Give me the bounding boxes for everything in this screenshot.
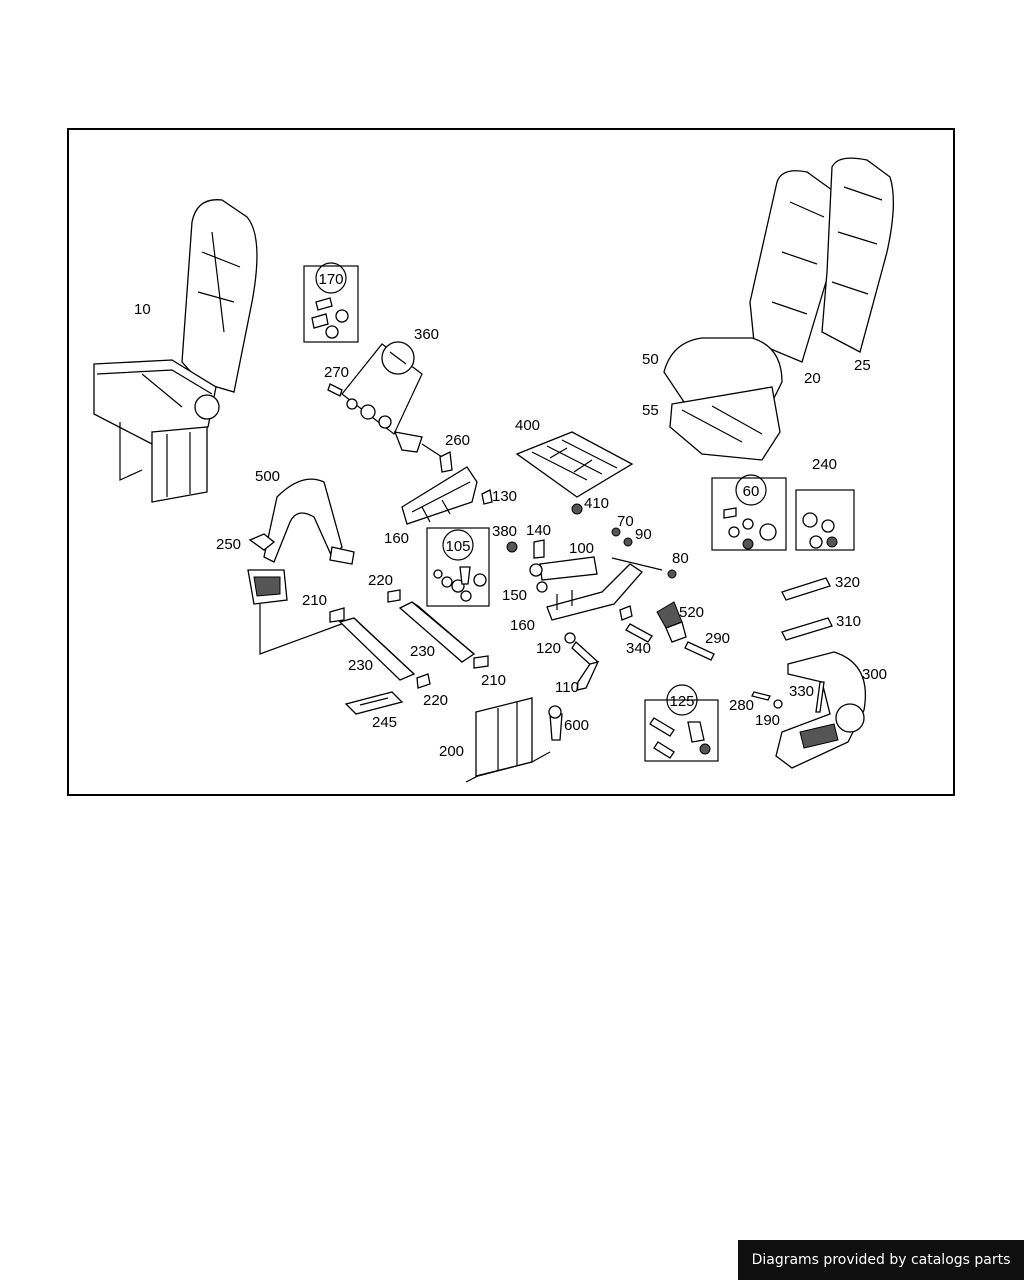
kit-label-170: 170 [318,271,343,288]
kit-label-105: 105 [445,538,470,555]
part-label-260: 260 [445,432,470,449]
part-label-220a: 220 [368,572,393,589]
part-label-130: 130 [492,488,517,505]
plate-245-drawing [344,691,404,715]
leg-200-drawing [465,697,563,783]
part-label-380: 380 [492,523,517,540]
part-label-25: 25 [854,357,871,374]
kit-60-ring [735,474,767,506]
kit-170-drawing [311,297,349,339]
part-label-320: 320 [835,574,860,591]
cushion-50-55-drawing [663,337,783,461]
part-label-70: 70 [617,513,634,530]
kit-label-240: 240 [812,456,837,473]
part-label-50: 50 [642,351,659,368]
part-label-150: 150 [502,587,527,604]
part-label-190: 190 [755,712,780,729]
kit-105-ring [442,529,474,561]
part-label-280: 280 [729,697,754,714]
kit-360-drawing [327,341,423,435]
kit-125-ring [666,684,698,716]
kit-170-box [303,265,359,343]
kit-label-125: 125 [669,693,694,710]
kit-240-drawing [802,512,838,549]
part-label-250: 250 [216,536,241,553]
part-label-160a: 160 [384,530,409,547]
seat-10-drawing [93,199,258,503]
kit-105-drawing [433,566,487,602]
part-label-290: 290 [705,630,730,647]
part-label-160b: 160 [510,617,535,634]
parts-diagram: 170 105 60 240 125 10 20 25 50 55 400 41… [93,157,895,783]
kit-240-box [795,489,855,551]
part-label-10: 10 [134,301,151,318]
lever-110-drawing [571,641,600,691]
part-label-410: 410 [584,495,609,512]
kit-170-ring [315,262,347,294]
part-label-20: 20 [804,370,821,387]
handles-310-320-drawing [781,577,833,641]
part-label-300: 300 [862,666,887,683]
part-label-120: 120 [536,640,561,657]
part-label-270: 270 [324,364,349,381]
kit-60-box [711,477,787,551]
part-label-230a: 230 [410,643,435,660]
part-label-340: 340 [626,640,651,657]
seat-belt-500-drawing [247,478,355,655]
part-label-310: 310 [836,613,861,630]
part-label-80: 80 [672,550,689,567]
part-label-110: 110 [555,679,579,696]
part-label-360: 360 [414,326,439,343]
part-label-400: 400 [515,417,540,434]
part-label-55: 55 [642,402,659,419]
part-label-100: 100 [569,540,594,557]
part-label-230b: 230 [348,657,373,674]
kit-105-box [426,527,490,607]
part-label-500: 500 [255,468,280,485]
part-label-200: 200 [439,743,464,760]
kit-60-drawing [723,507,777,550]
rails-230-drawing [329,589,489,689]
gas-spring-mechanism-drawing [506,527,677,644]
part-label-210b: 210 [481,672,506,689]
part-label-210a: 210 [302,592,327,609]
kit-label-60: 60 [743,483,760,500]
footer-attribution: Diagrams provided by catalogs parts [738,1240,1024,1280]
part-label-330: 330 [789,683,814,700]
part-label-220b: 220 [423,692,448,709]
seat-backs-20-25-drawing [749,157,895,363]
part-label-245: 245 [372,714,397,731]
diagram-frame: 170 105 60 240 125 10 20 25 50 55 400 41… [67,128,955,796]
recliner-bracket-drawing [393,431,493,525]
part-label-600: 600 [564,717,589,734]
part-label-520: 520 [679,604,704,621]
kit-125-box [644,699,719,762]
kit-125-drawing [649,717,711,759]
part-label-140: 140 [526,522,551,539]
part-label-90: 90 [635,526,652,543]
seat-frame-400-drawing [515,431,634,515]
buckle-520-drawing [619,601,715,661]
armrest-300-drawing [751,651,866,769]
